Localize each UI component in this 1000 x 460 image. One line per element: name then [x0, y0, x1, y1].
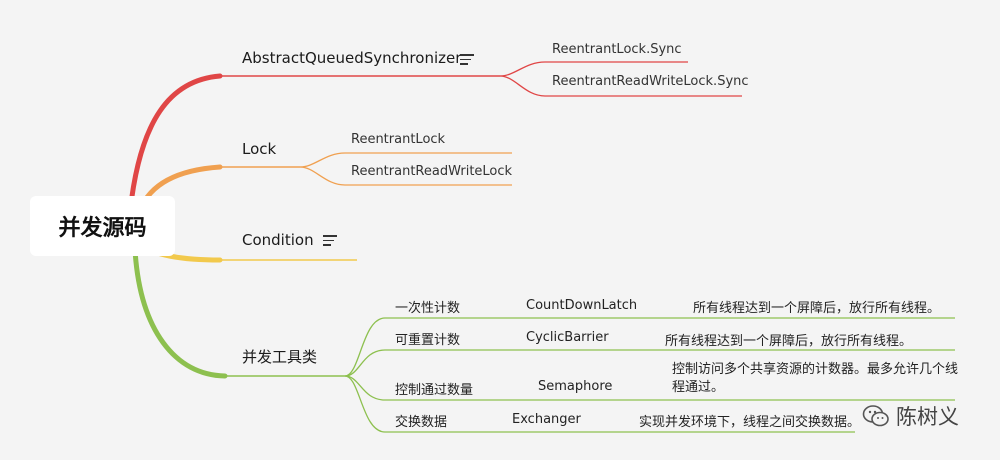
connector-tools-2 [344, 349, 955, 377]
tool-row-desc[interactable]: 所有线程达到一个屏障后，放行所有线程。 [665, 334, 913, 349]
tool-row-desc[interactable]: 实现并发环境下，线程之间交换数据。 [639, 415, 861, 430]
notes-icon[interactable] [323, 235, 337, 246]
branch-lock-label[interactable]: Lock [242, 140, 277, 158]
branch-condition-label[interactable]: Condition [242, 231, 314, 249]
tool-row-desc[interactable]: 控制访问多个共享资源的计数器。最多允许几个线程通过。 [672, 362, 959, 395]
leaf-reentrantlock-sync[interactable]: ReentrantLock.Sync [552, 42, 682, 57]
branch-line-aqs [127, 73, 223, 215]
branch-line-tools [132, 247, 228, 379]
notes-icon[interactable] [460, 54, 474, 65]
tool-row-label[interactable]: 一次性计数 [395, 301, 461, 316]
connector-lock-reentrant [299, 152, 512, 168]
tool-row-class[interactable]: CountDownLatch [526, 298, 638, 313]
connector-tools-3 [344, 375, 955, 401]
connector-aqs-sync [499, 61, 688, 77]
wechat-icon [862, 405, 889, 427]
connector-aqs-rrw-sync [499, 75, 742, 97]
branch-aqs-label[interactable]: AbstractQueuedSynchronizer [242, 49, 462, 67]
tool-row-class[interactable]: Exchanger [512, 412, 581, 427]
branch-tools-label[interactable]: 并发工具类 [242, 348, 318, 366]
tool-row-label[interactable]: 交换数据 [395, 415, 448, 430]
leaf-reentrantlock[interactable]: ReentrantLock [351, 132, 446, 147]
leaf-reentrantreadwritelock[interactable]: ReentrantReadWriteLock [351, 164, 513, 179]
leaf-reentrantreadwritelock-sync[interactable]: ReentrantReadWriteLock.Sync [552, 74, 749, 89]
tool-row-desc[interactable]: 所有线程达到一个屏障后，放行所有线程。 [693, 301, 941, 316]
tool-row-label[interactable]: 控制通过数量 [395, 383, 474, 398]
tool-row-class[interactable]: CyclicBarrier [526, 330, 609, 345]
connector-tools-4 [344, 375, 855, 433]
watermark-text: 陈树义 [896, 405, 959, 429]
tool-row-label[interactable]: 可重置计数 [395, 333, 461, 348]
tool-row-class[interactable]: Semaphore [538, 379, 613, 394]
root-node[interactable]: 并发源码 [30, 196, 175, 256]
connector-tools-1 [344, 317, 955, 377]
connector-lock-rrw [299, 166, 512, 186]
